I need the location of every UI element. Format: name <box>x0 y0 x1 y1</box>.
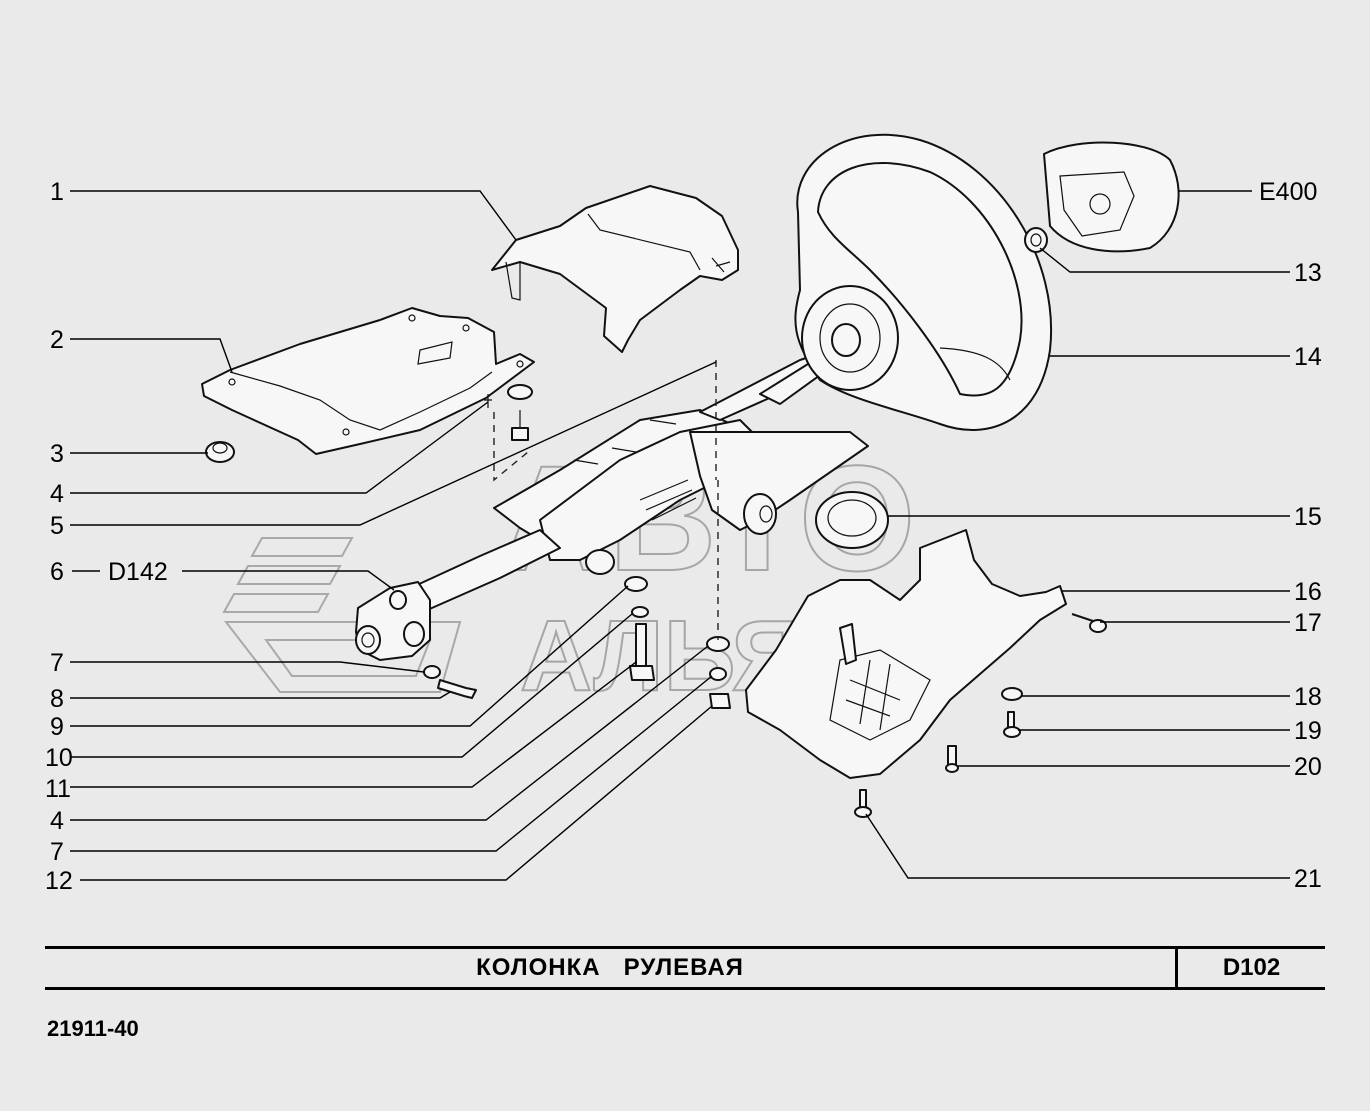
callout-7: 7 <box>50 649 64 677</box>
callout-19: 19 <box>1294 717 1322 745</box>
part-contact-ring <box>815 491 889 549</box>
callout-9: 9 <box>50 713 64 741</box>
callout-3: 3 <box>50 440 64 468</box>
callout-17: 17 <box>1294 609 1322 637</box>
callout-15: 15 <box>1294 503 1322 531</box>
part-lower-shroud <box>745 529 1067 779</box>
callout-10: 10 <box>45 744 73 772</box>
callout-labels-left: 1 2 3 4 5 6 D142 7 8 9 10 11 4 7 12 <box>45 178 168 895</box>
part-nut-13 <box>1024 227 1048 253</box>
callout-7b: 7 <box>50 838 64 866</box>
alignment-lines <box>493 360 719 640</box>
callout-6-ref: D142 <box>108 558 168 586</box>
callout-5: 5 <box>50 512 64 540</box>
part-washer-bolt-upper <box>484 384 533 441</box>
part-steering-wheel <box>794 133 1053 431</box>
callout-4: 4 <box>50 480 64 508</box>
callout-21: 21 <box>1294 865 1322 893</box>
callout-13: 13 <box>1294 259 1322 287</box>
diagram-title: КОЛОНКА РУЛЕВАЯ <box>45 949 1178 987</box>
callout-labels-right: E400 13 14 15 16 17 18 19 20 21 <box>1259 178 1322 893</box>
callout-leaders <box>70 190 1290 881</box>
callout-11: 11 <box>45 775 71 803</box>
callout-4b: 4 <box>50 807 64 835</box>
section-code: D102 <box>1222 954 1281 981</box>
callout-E400: E400 <box>1259 178 1317 206</box>
callout-1: 1 <box>50 178 64 206</box>
part-nut-3 <box>205 441 235 463</box>
part-fasteners-middle <box>624 576 731 709</box>
callout-18: 18 <box>1294 683 1322 711</box>
part-bolt-8 <box>423 665 477 699</box>
model-code: 21911-40 <box>47 1016 139 1041</box>
callout-2: 2 <box>50 326 64 354</box>
part-screws-right <box>854 613 1107 818</box>
part-mounting-bracket <box>201 307 535 455</box>
callout-6: 6 <box>50 558 64 586</box>
part-airbag-module <box>1043 141 1180 253</box>
title-block: КОЛОНКА РУЛЕВАЯ D102 <box>45 946 1325 990</box>
part-cardan-joint <box>355 581 431 661</box>
part-upper-shroud <box>491 185 739 353</box>
callout-8: 8 <box>50 685 64 713</box>
callout-14: 14 <box>1294 343 1322 371</box>
callout-16: 16 <box>1294 578 1322 606</box>
callout-20: 20 <box>1294 753 1322 781</box>
callout-12: 12 <box>45 867 73 895</box>
